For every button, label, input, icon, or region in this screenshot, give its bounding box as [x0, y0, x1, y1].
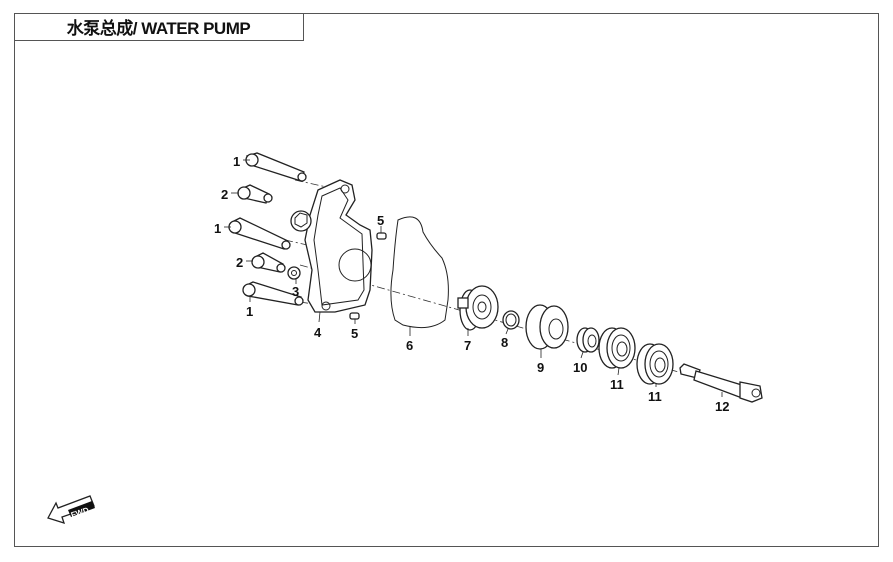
callout-4: 4	[314, 325, 322, 340]
gasket-6	[390, 216, 449, 329]
callout-1: 1	[233, 154, 240, 169]
callout-11: 11	[610, 377, 624, 392]
forward-direction-arrow-icon: FWD	[47, 495, 95, 524]
callout-3: 3	[292, 284, 299, 299]
pump-cover-4	[290, 179, 373, 313]
callout-10: 10	[573, 360, 587, 375]
pump-shaft-12	[679, 363, 763, 403]
bolt-2b	[251, 252, 286, 273]
dowel-pin-5a	[376, 232, 387, 240]
mechanical-seal-9	[525, 304, 569, 350]
bearing-11b	[636, 343, 674, 385]
bolt-1a	[245, 152, 307, 182]
callout-11: 11	[648, 389, 662, 404]
oil-seal-10	[576, 327, 600, 353]
impeller-7	[457, 285, 499, 331]
callout-1: 1	[214, 221, 221, 236]
callout-2: 2	[236, 255, 243, 270]
bearing-11a	[598, 327, 636, 369]
bolt-2a	[237, 184, 273, 204]
callout-5: 5	[351, 326, 358, 341]
callout-2: 2	[221, 187, 228, 202]
callout-5: 5	[377, 213, 384, 228]
callout-12: 12	[715, 399, 729, 414]
washer-3	[287, 266, 301, 280]
callout-7: 7	[464, 338, 471, 353]
leader-lines	[224, 159, 723, 397]
callout-9: 9	[537, 360, 544, 375]
callout-8: 8	[501, 335, 508, 350]
bolt-1c	[242, 281, 304, 306]
o-ring-8	[502, 310, 520, 330]
callout-labels: 1 2 1 2 3 1 4 5 5 6 7 8 9 10 11 11 12	[214, 154, 729, 414]
callout-6: 6	[406, 338, 413, 353]
diagram-frame	[14, 13, 879, 547]
bolt-1b	[228, 217, 291, 250]
callout-1: 1	[246, 304, 253, 319]
dowel-pin-5b	[349, 312, 360, 320]
page-title: 水泵总成/ WATER PUMP	[14, 13, 304, 41]
